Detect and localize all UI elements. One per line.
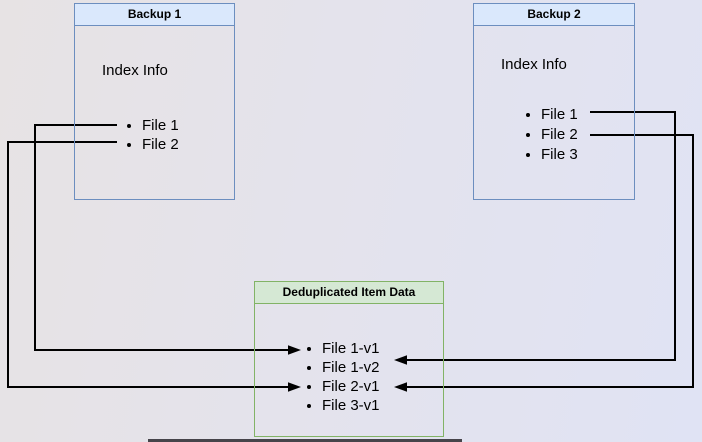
backup-1-title: Backup 1 [75,4,234,26]
file-item: File 2 [142,135,179,154]
deduplicated-item-data-box: Deduplicated Item Data File 1-v1File 1-v… [254,281,444,437]
file-item: File 3-v1 [322,396,380,415]
backup-2-file-list: File 1File 2File 3 [524,105,578,165]
dedup-file-list: File 1-v1File 1-v2File 2-v1File 3-v1 [305,339,380,415]
window-bottom-edge [148,439,462,442]
file-item: File 1-v2 [322,358,380,377]
file-item: File 2 [541,125,578,145]
backup-1-index-info-label: Index Info [102,62,168,79]
backup-2-box: Backup 2 Index Info File 1File 2File 3 [473,3,635,200]
file-item: File 3 [541,145,578,165]
file-item: File 1-v1 [322,339,380,358]
backup-1-box: Backup 1 Index Info File 1File 2 [74,3,235,200]
dedup-title: Deduplicated Item Data [255,282,443,304]
backup-1-file-list: File 1File 2 [125,116,179,154]
file-item: File 1 [142,116,179,135]
file-item: File 1 [541,105,578,125]
backup-2-title: Backup 2 [474,4,634,26]
file-item: File 2-v1 [322,377,380,396]
backup-2-index-info-label: Index Info [501,56,567,73]
